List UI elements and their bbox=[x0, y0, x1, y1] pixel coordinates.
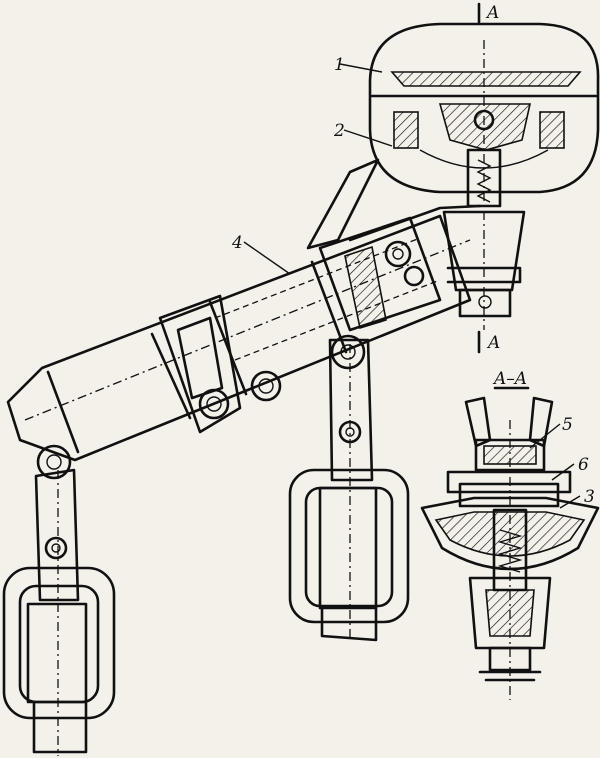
leader-2 bbox=[343, 129, 393, 147]
label-part-2: 2 bbox=[333, 121, 345, 141]
arm-body bbox=[6, 214, 472, 462]
arm-centerline bbox=[24, 239, 471, 421]
right-hanger bbox=[288, 334, 410, 642]
label-section-bottom: A bbox=[486, 333, 500, 353]
section-a-a-view bbox=[420, 386, 600, 700]
right-grip-loop bbox=[288, 468, 410, 624]
right-clamp bbox=[539, 111, 565, 149]
label-part-5: 5 bbox=[562, 415, 573, 435]
head-bolt bbox=[384, 240, 412, 268]
left-grip-loop bbox=[2, 566, 116, 720]
leader-4 bbox=[243, 241, 291, 275]
clamp-bolt-left bbox=[198, 388, 230, 420]
label-section-title: A–A bbox=[492, 369, 527, 389]
inner-rod-top bbox=[214, 237, 421, 319]
left-link-bar bbox=[34, 468, 80, 602]
spring-housing bbox=[466, 148, 502, 208]
left-link-bolt bbox=[44, 536, 68, 560]
left-pivot bbox=[36, 444, 72, 480]
label-part-3: 3 bbox=[584, 487, 595, 507]
right-pivot bbox=[330, 334, 366, 370]
center-hub bbox=[438, 103, 531, 151]
leader-5 bbox=[529, 423, 561, 449]
leader-1 bbox=[339, 63, 383, 73]
bottom-nut bbox=[458, 288, 512, 318]
label-part-4: 4 bbox=[231, 233, 243, 253]
bracket-arm bbox=[348, 204, 482, 242]
clamp-bolt-right bbox=[250, 370, 282, 402]
top-plate bbox=[390, 71, 582, 87]
label-part-1: 1 bbox=[334, 55, 345, 75]
left-grip-sleeve bbox=[26, 602, 88, 704]
clamp-block bbox=[158, 294, 242, 434]
spring bbox=[476, 159, 492, 203]
leader-6 bbox=[551, 463, 575, 481]
inner-rod-bottom bbox=[234, 279, 441, 361]
section-bell bbox=[468, 576, 552, 650]
detail-view-top bbox=[368, 22, 600, 330]
right-grip-sleeve bbox=[318, 486, 378, 610]
section-spring bbox=[497, 529, 523, 573]
arm-step-line bbox=[150, 332, 192, 420]
left-clamp bbox=[393, 111, 419, 149]
label-section-top: A bbox=[485, 3, 499, 23]
clamp-inner bbox=[176, 316, 224, 400]
right-link-bar bbox=[328, 338, 374, 482]
lower-bell bbox=[442, 210, 526, 292]
leader-3 bbox=[559, 495, 581, 509]
detail-outline bbox=[368, 22, 600, 194]
arm-end-cap-line bbox=[46, 370, 80, 454]
telescopic-arm bbox=[6, 158, 482, 462]
pin-plate bbox=[446, 470, 572, 494]
label-part-6: 6 bbox=[578, 455, 589, 475]
head-insulator bbox=[344, 245, 387, 330]
left-hanger bbox=[2, 444, 116, 756]
